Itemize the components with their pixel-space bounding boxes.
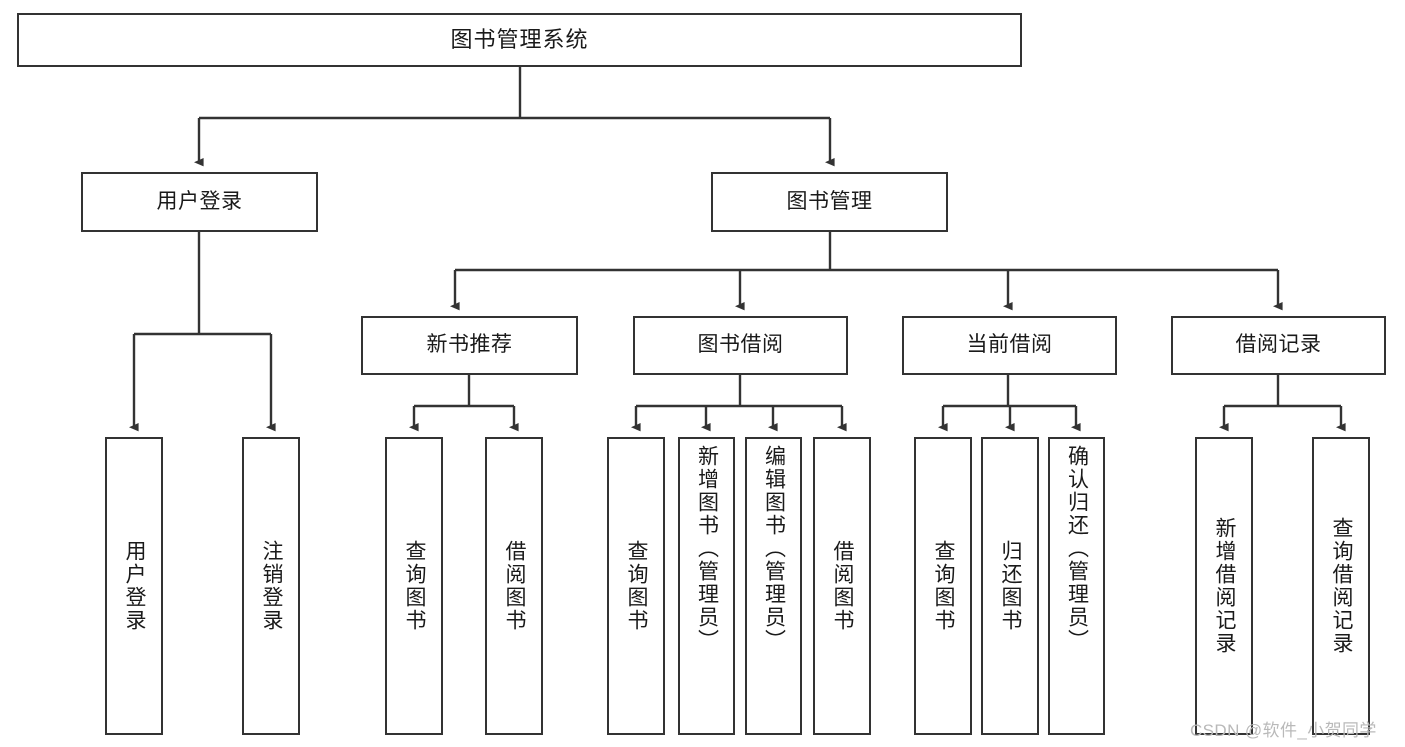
node-user-login[interactable]: 用户登录 xyxy=(81,172,318,232)
node-book-management[interactable]: 图书管理 xyxy=(711,172,948,232)
node-label: 图书管理系统 xyxy=(450,27,589,53)
leaf-user-login-login[interactable]: 用户登录 xyxy=(105,437,163,735)
node-new-book-recommendation[interactable]: 新书推荐 xyxy=(361,316,578,375)
node-label: 借阅图书 xyxy=(503,540,527,632)
leaf-current-return-book[interactable]: 归还图书 xyxy=(981,437,1039,735)
node-label: 新增图书（管理员） xyxy=(695,445,719,652)
node-label: 查询借阅记录 xyxy=(1330,517,1354,655)
leaf-borrow-add-book-admin[interactable]: 新增图书（管理员） xyxy=(678,437,735,735)
node-label: 新书推荐 xyxy=(426,333,513,357)
leaf-borrow-borrow-book[interactable]: 借阅图书 xyxy=(813,437,871,735)
node-label: 用户登录 xyxy=(123,540,147,632)
node-label: 图书管理 xyxy=(786,189,873,213)
node-label: 借阅记录 xyxy=(1235,333,1322,357)
node-root-book-management-system[interactable]: 图书管理系统 xyxy=(17,13,1022,67)
node-label: 查询图书 xyxy=(403,540,427,632)
leaf-current-confirm-return-admin[interactable]: 确认归还（管理员） xyxy=(1048,437,1105,735)
leaf-record-add-borrow-record[interactable]: 新增借阅记录 xyxy=(1195,437,1253,735)
node-current-borrowing[interactable]: 当前借阅 xyxy=(902,316,1117,375)
node-label: 用户登录 xyxy=(156,189,243,213)
node-label: 注销登录 xyxy=(260,540,284,632)
leaf-new-book-query-book[interactable]: 查询图书 xyxy=(385,437,443,735)
leaf-borrow-query-book[interactable]: 查询图书 xyxy=(607,437,665,735)
node-label: 归还图书 xyxy=(999,540,1023,632)
leaf-borrow-edit-book-admin[interactable]: 编辑图书（管理员） xyxy=(745,437,802,735)
node-label: 查询图书 xyxy=(625,540,649,632)
node-label: 借阅图书 xyxy=(831,540,855,632)
node-label: 图书借阅 xyxy=(697,333,784,357)
leaf-new-book-borrow-book[interactable]: 借阅图书 xyxy=(485,437,543,735)
node-book-borrowing[interactable]: 图书借阅 xyxy=(633,316,848,375)
node-borrowing-record[interactable]: 借阅记录 xyxy=(1171,316,1386,375)
node-label: 新增借阅记录 xyxy=(1213,517,1237,655)
node-label: 编辑图书（管理员） xyxy=(762,445,786,652)
node-label: 查询图书 xyxy=(932,540,956,632)
node-label: 当前借阅 xyxy=(966,333,1053,357)
leaf-record-query-borrow-record[interactable]: 查询借阅记录 xyxy=(1312,437,1370,735)
node-label: 确认归还（管理员） xyxy=(1065,445,1089,652)
leaf-user-login-logout[interactable]: 注销登录 xyxy=(242,437,300,735)
leaf-current-query-book[interactable]: 查询图书 xyxy=(914,437,972,735)
